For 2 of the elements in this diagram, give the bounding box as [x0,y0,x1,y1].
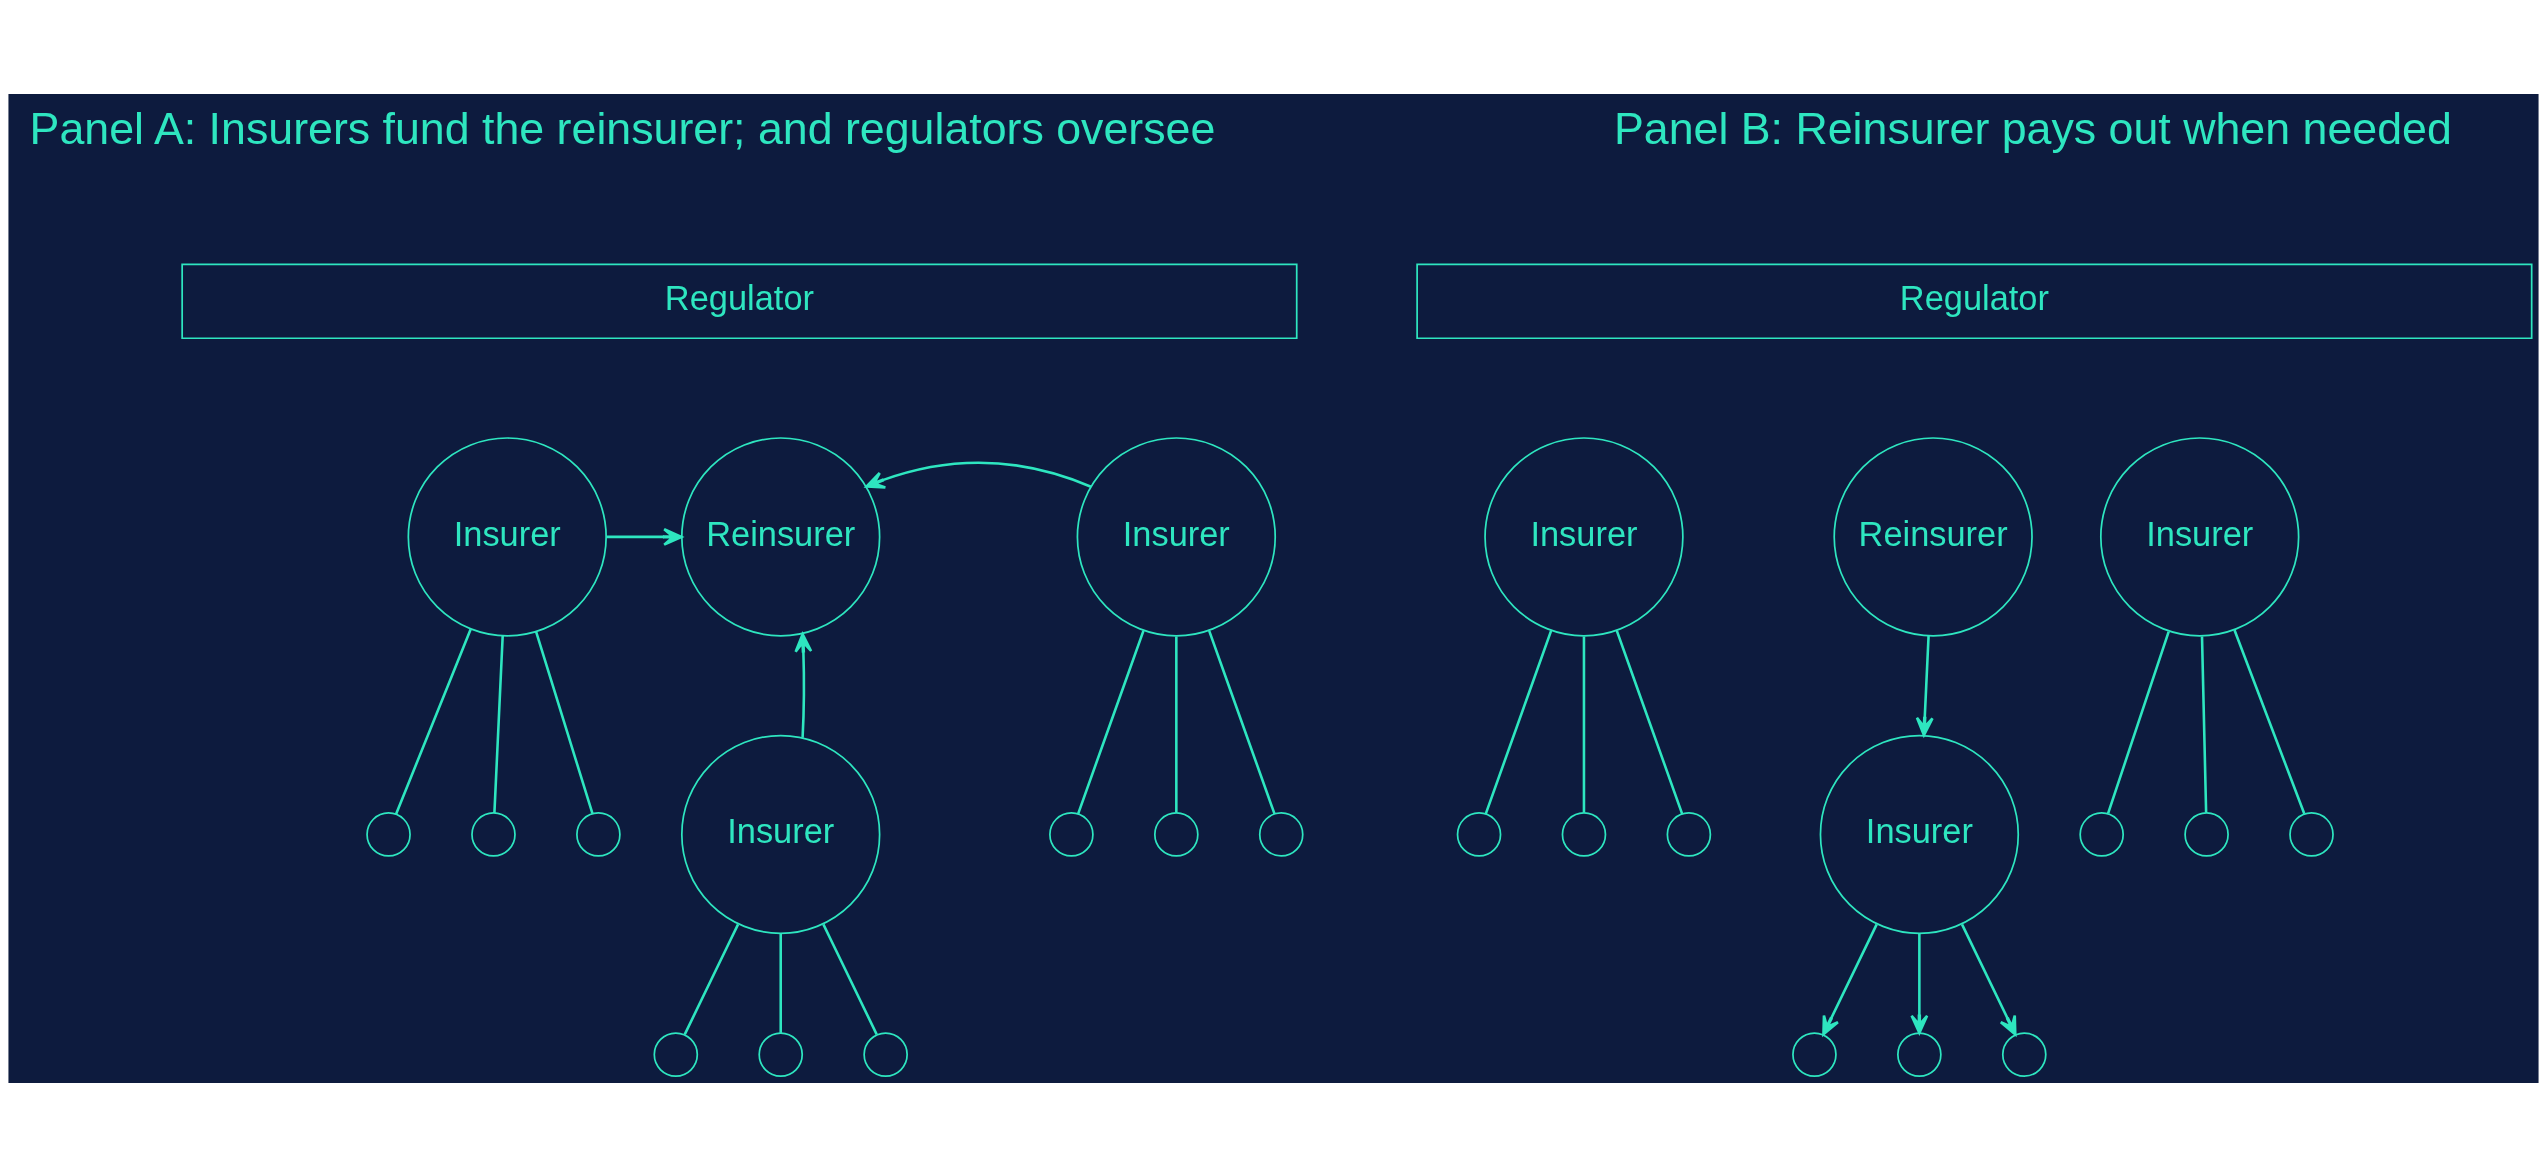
label: Panel B: Reinsurer pays out when needed [1613,103,2452,153]
label: Panel A: Insurers fund the reinsurer; and regulators oversee [29,103,1216,153]
